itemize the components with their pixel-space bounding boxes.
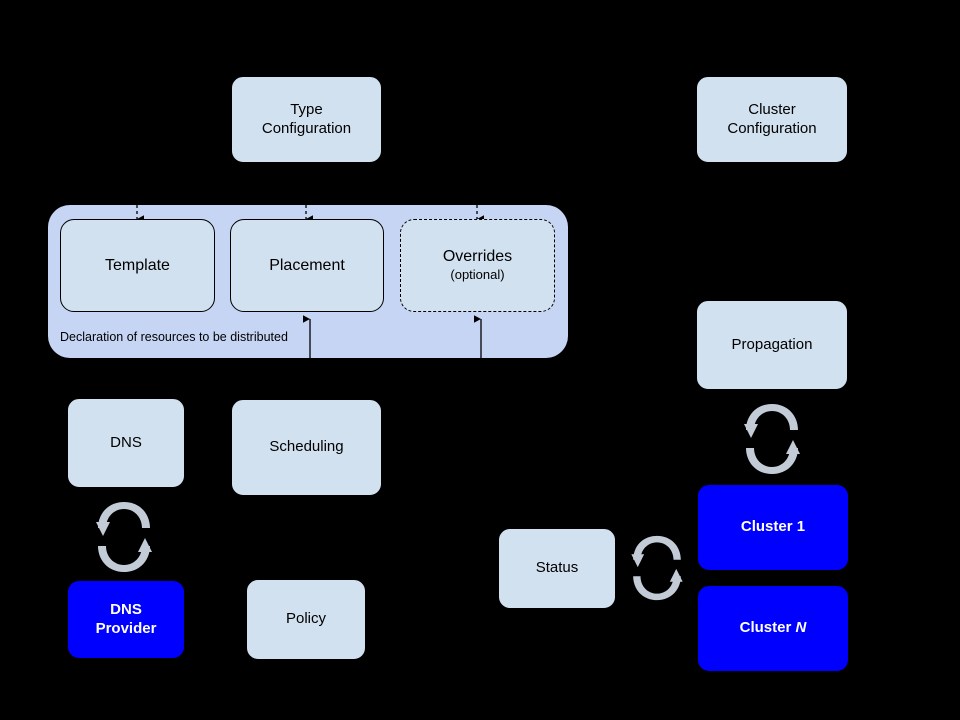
node-label: Overrides: [442, 248, 513, 266]
node-propagation[interactable]: Propagation: [696, 300, 848, 390]
node-status[interactable]: Status: [498, 528, 616, 609]
node-label: Template: [105, 256, 170, 274]
node-label: Policy: [285, 610, 326, 628]
node-label-prefix: Cluster: [739, 619, 796, 637]
node-cluster-1[interactable]: Cluster 1: [697, 484, 849, 571]
node-scheduling[interactable]: Scheduling: [231, 399, 382, 496]
node-overrides[interactable]: Overrides (optional): [400, 219, 555, 312]
sync-cycle-icon: [96, 502, 152, 572]
sync-cycle-icon: [744, 404, 800, 474]
declaration-caption: Declaration of resources to be distribut…: [60, 330, 288, 344]
node-label: Status: [535, 559, 579, 577]
node-dns-provider[interactable]: DNS Provider: [67, 580, 185, 659]
node-cluster-configuration[interactable]: Cluster Configuration: [696, 76, 848, 163]
node-label: DNS Provider: [95, 600, 157, 637]
node-placement[interactable]: Placement: [230, 219, 384, 312]
node-label: Cluster Configuration: [727, 100, 817, 137]
node-label: Propagation: [731, 335, 813, 353]
node-dns[interactable]: DNS: [67, 398, 185, 488]
node-cluster-n[interactable]: Cluster N: [697, 585, 849, 672]
node-label: Cluster N: [740, 619, 807, 638]
node-label: Cluster 1: [740, 518, 806, 536]
node-template[interactable]: Template: [60, 219, 215, 312]
sync-cycle-icon: [631, 535, 683, 601]
node-policy[interactable]: Policy: [246, 579, 366, 660]
node-label: Scheduling: [269, 438, 344, 456]
node-sublabel: (optional): [450, 267, 505, 283]
node-label: Type Configuration: [261, 100, 352, 137]
node-label-italic: N: [795, 619, 807, 637]
node-label: DNS: [110, 433, 142, 451]
node-type-configuration[interactable]: Type Configuration: [231, 76, 382, 163]
node-label: Placement: [269, 256, 345, 274]
